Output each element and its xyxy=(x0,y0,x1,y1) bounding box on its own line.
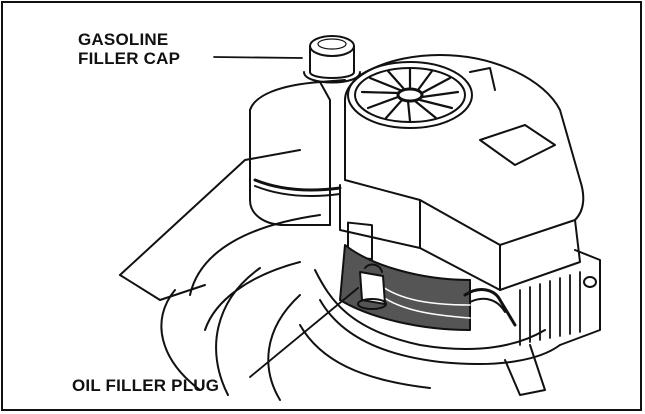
gasoline-filler-cap-label: GASOLINE FILLER CAP xyxy=(78,30,180,68)
gasoline-filler-cap xyxy=(303,35,361,84)
gasoline-label-line1: GASOLINE xyxy=(78,30,169,49)
oil-plug-leader xyxy=(249,287,359,378)
engine-base xyxy=(299,249,601,396)
flywheel-screen xyxy=(347,61,473,129)
gasoline-label-line2: FILLER CAP xyxy=(78,49,181,68)
oil-filler-plug-label: OIL FILLER PLUG xyxy=(72,376,220,395)
mower-deck xyxy=(119,149,321,401)
gasoline-cap-leader xyxy=(213,56,303,59)
spark-plug-wire xyxy=(463,288,517,327)
engine-shroud xyxy=(339,54,585,291)
fuel-tank xyxy=(249,79,346,226)
oil-filler-plug xyxy=(357,263,387,310)
